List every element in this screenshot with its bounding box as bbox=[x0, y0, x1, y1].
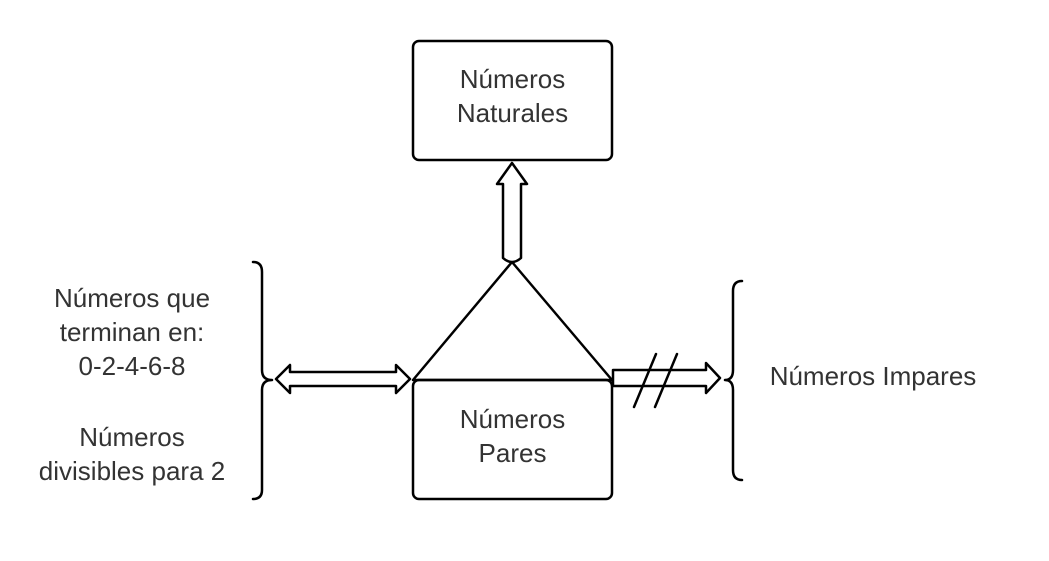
divisibles-note-line1: Números bbox=[79, 422, 185, 452]
terminan-note-line1: Números que bbox=[53, 283, 211, 313]
terminan-note-line3: 0-2-4-6-8 bbox=[78, 351, 186, 381]
terminan-note-line2: terminan en: bbox=[59, 317, 205, 347]
terminan-note: Números que terminan en: 0-2-4-6-8 bbox=[22, 281, 242, 383]
impares-note: Números Impares bbox=[755, 359, 991, 393]
naturales-label-line2: Naturales bbox=[456, 98, 569, 128]
naturales-label: Números Naturales bbox=[413, 62, 612, 130]
pares-label: Números Pares bbox=[413, 402, 612, 470]
pares-label-line1: Números bbox=[459, 404, 566, 434]
negation-slash-1 bbox=[632, 352, 658, 409]
pares-label-line2: Pares bbox=[478, 438, 547, 468]
naturales-box bbox=[411, 39, 614, 162]
divisibles-note-line2: divisibles para 2 bbox=[38, 456, 226, 486]
divisibles-note: Números divisibles para 2 bbox=[22, 420, 242, 488]
subset-triangle bbox=[411, 260, 614, 382]
negation-slash-2 bbox=[653, 352, 679, 409]
right-brace bbox=[723, 279, 744, 482]
left-double-arrow bbox=[274, 363, 412, 395]
up-arrow bbox=[495, 161, 529, 264]
naturales-label-line1: Números bbox=[459, 64, 566, 94]
left-brace bbox=[251, 260, 274, 501]
impares-note-text: Números Impares bbox=[769, 361, 977, 391]
